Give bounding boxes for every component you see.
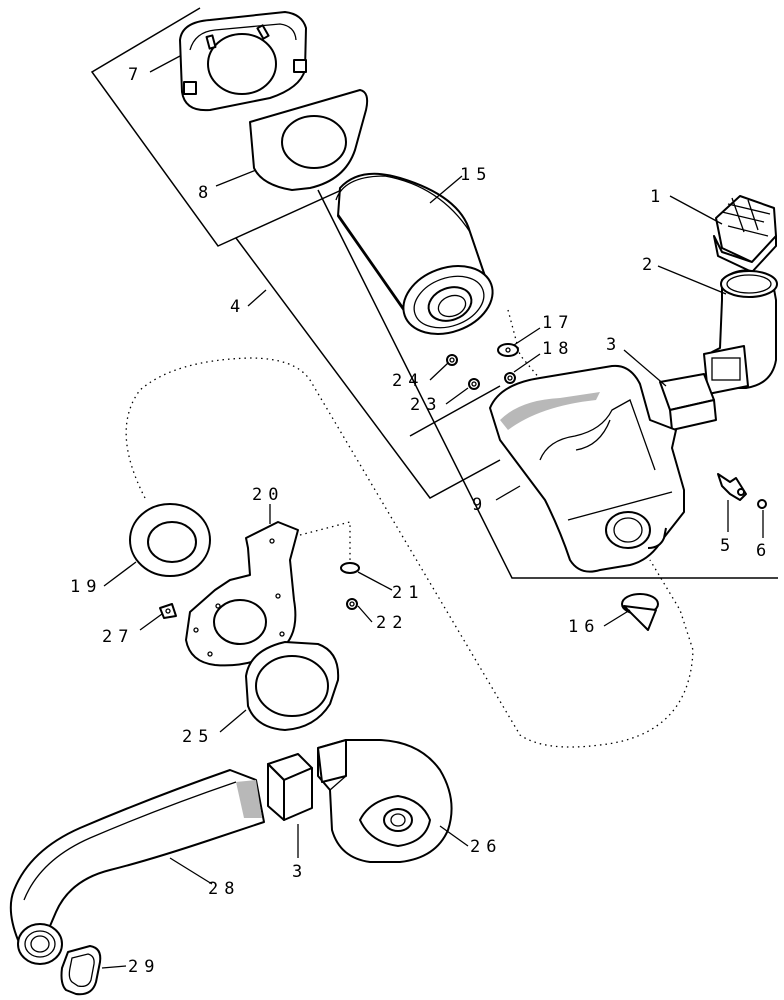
bolt-part-27 (159, 603, 177, 619)
label-part-29: 29 (128, 957, 160, 977)
label-part-28: 28 (208, 879, 240, 899)
label-part-25: 25 (182, 727, 214, 747)
screw-part-6 (757, 499, 767, 509)
sleeve-part-3-upper (659, 373, 717, 431)
dotted-axis-20 (299, 521, 351, 565)
label-part-20: 20 (252, 485, 284, 505)
leader-lines (101, 55, 764, 969)
label-part-3-upper: 3 (606, 335, 622, 355)
air-cleaner-housing-part-9 (489, 364, 685, 573)
label-part-4: 4 (230, 297, 246, 317)
label-part-8: 8 (198, 183, 214, 203)
label-part-1: 1 (650, 187, 666, 207)
sleeve-part-3-lower (267, 753, 313, 821)
label-part-22: 22 (376, 613, 408, 633)
nut-part-18 (504, 372, 516, 384)
label-part-6: 6 (756, 541, 772, 561)
washer-part-17 (497, 343, 519, 357)
dust-valve-part-16 (621, 593, 659, 631)
label-part-24: 24 (392, 371, 424, 391)
ring-gasket-part-19 (129, 503, 211, 577)
label-part-16: 16 (568, 617, 600, 637)
assembly-frame-4 (235, 237, 501, 499)
washer-part-21 (340, 562, 360, 574)
label-part-26: 26 (470, 837, 502, 857)
elbow-tube-part-2 (703, 269, 778, 395)
intake-duct-part-28 (9, 769, 265, 965)
top-cover-part-7 (179, 11, 307, 112)
label-part-23: 23 (410, 395, 442, 415)
label-part-18: 18 (542, 339, 574, 359)
seal-part-29 (60, 945, 102, 996)
label-part-5: 5 (720, 536, 736, 556)
label-part-17: 17 (542, 313, 574, 333)
dotted-axis-17 (507, 309, 546, 386)
nut-part-22 (346, 598, 358, 610)
gasket-part-8 (249, 89, 369, 191)
label-part-21: 21 (392, 583, 424, 603)
assembly-frame-9 (317, 189, 778, 579)
label-part-3-lower: 3 (292, 862, 308, 882)
washer-part-23 (468, 378, 480, 390)
label-part-7: 7 (128, 65, 144, 85)
label-part-27: 27 (102, 627, 134, 647)
blower-part-26 (317, 739, 453, 863)
label-part-19: 19 (70, 577, 102, 597)
clamp-part-5 (717, 473, 747, 501)
label-part-15: 15 (460, 165, 492, 185)
rain-cap-part-1 (713, 195, 777, 273)
filter-element-part-15 (335, 172, 494, 335)
assembly-frame-upper (90, 7, 369, 247)
label-part-2: 2 (642, 255, 658, 275)
label-part-9: 9 (472, 495, 488, 515)
blower-gasket-part-25 (245, 641, 340, 731)
mounting-plate-part-20 (185, 521, 299, 667)
nut-part-24 (446, 354, 458, 366)
